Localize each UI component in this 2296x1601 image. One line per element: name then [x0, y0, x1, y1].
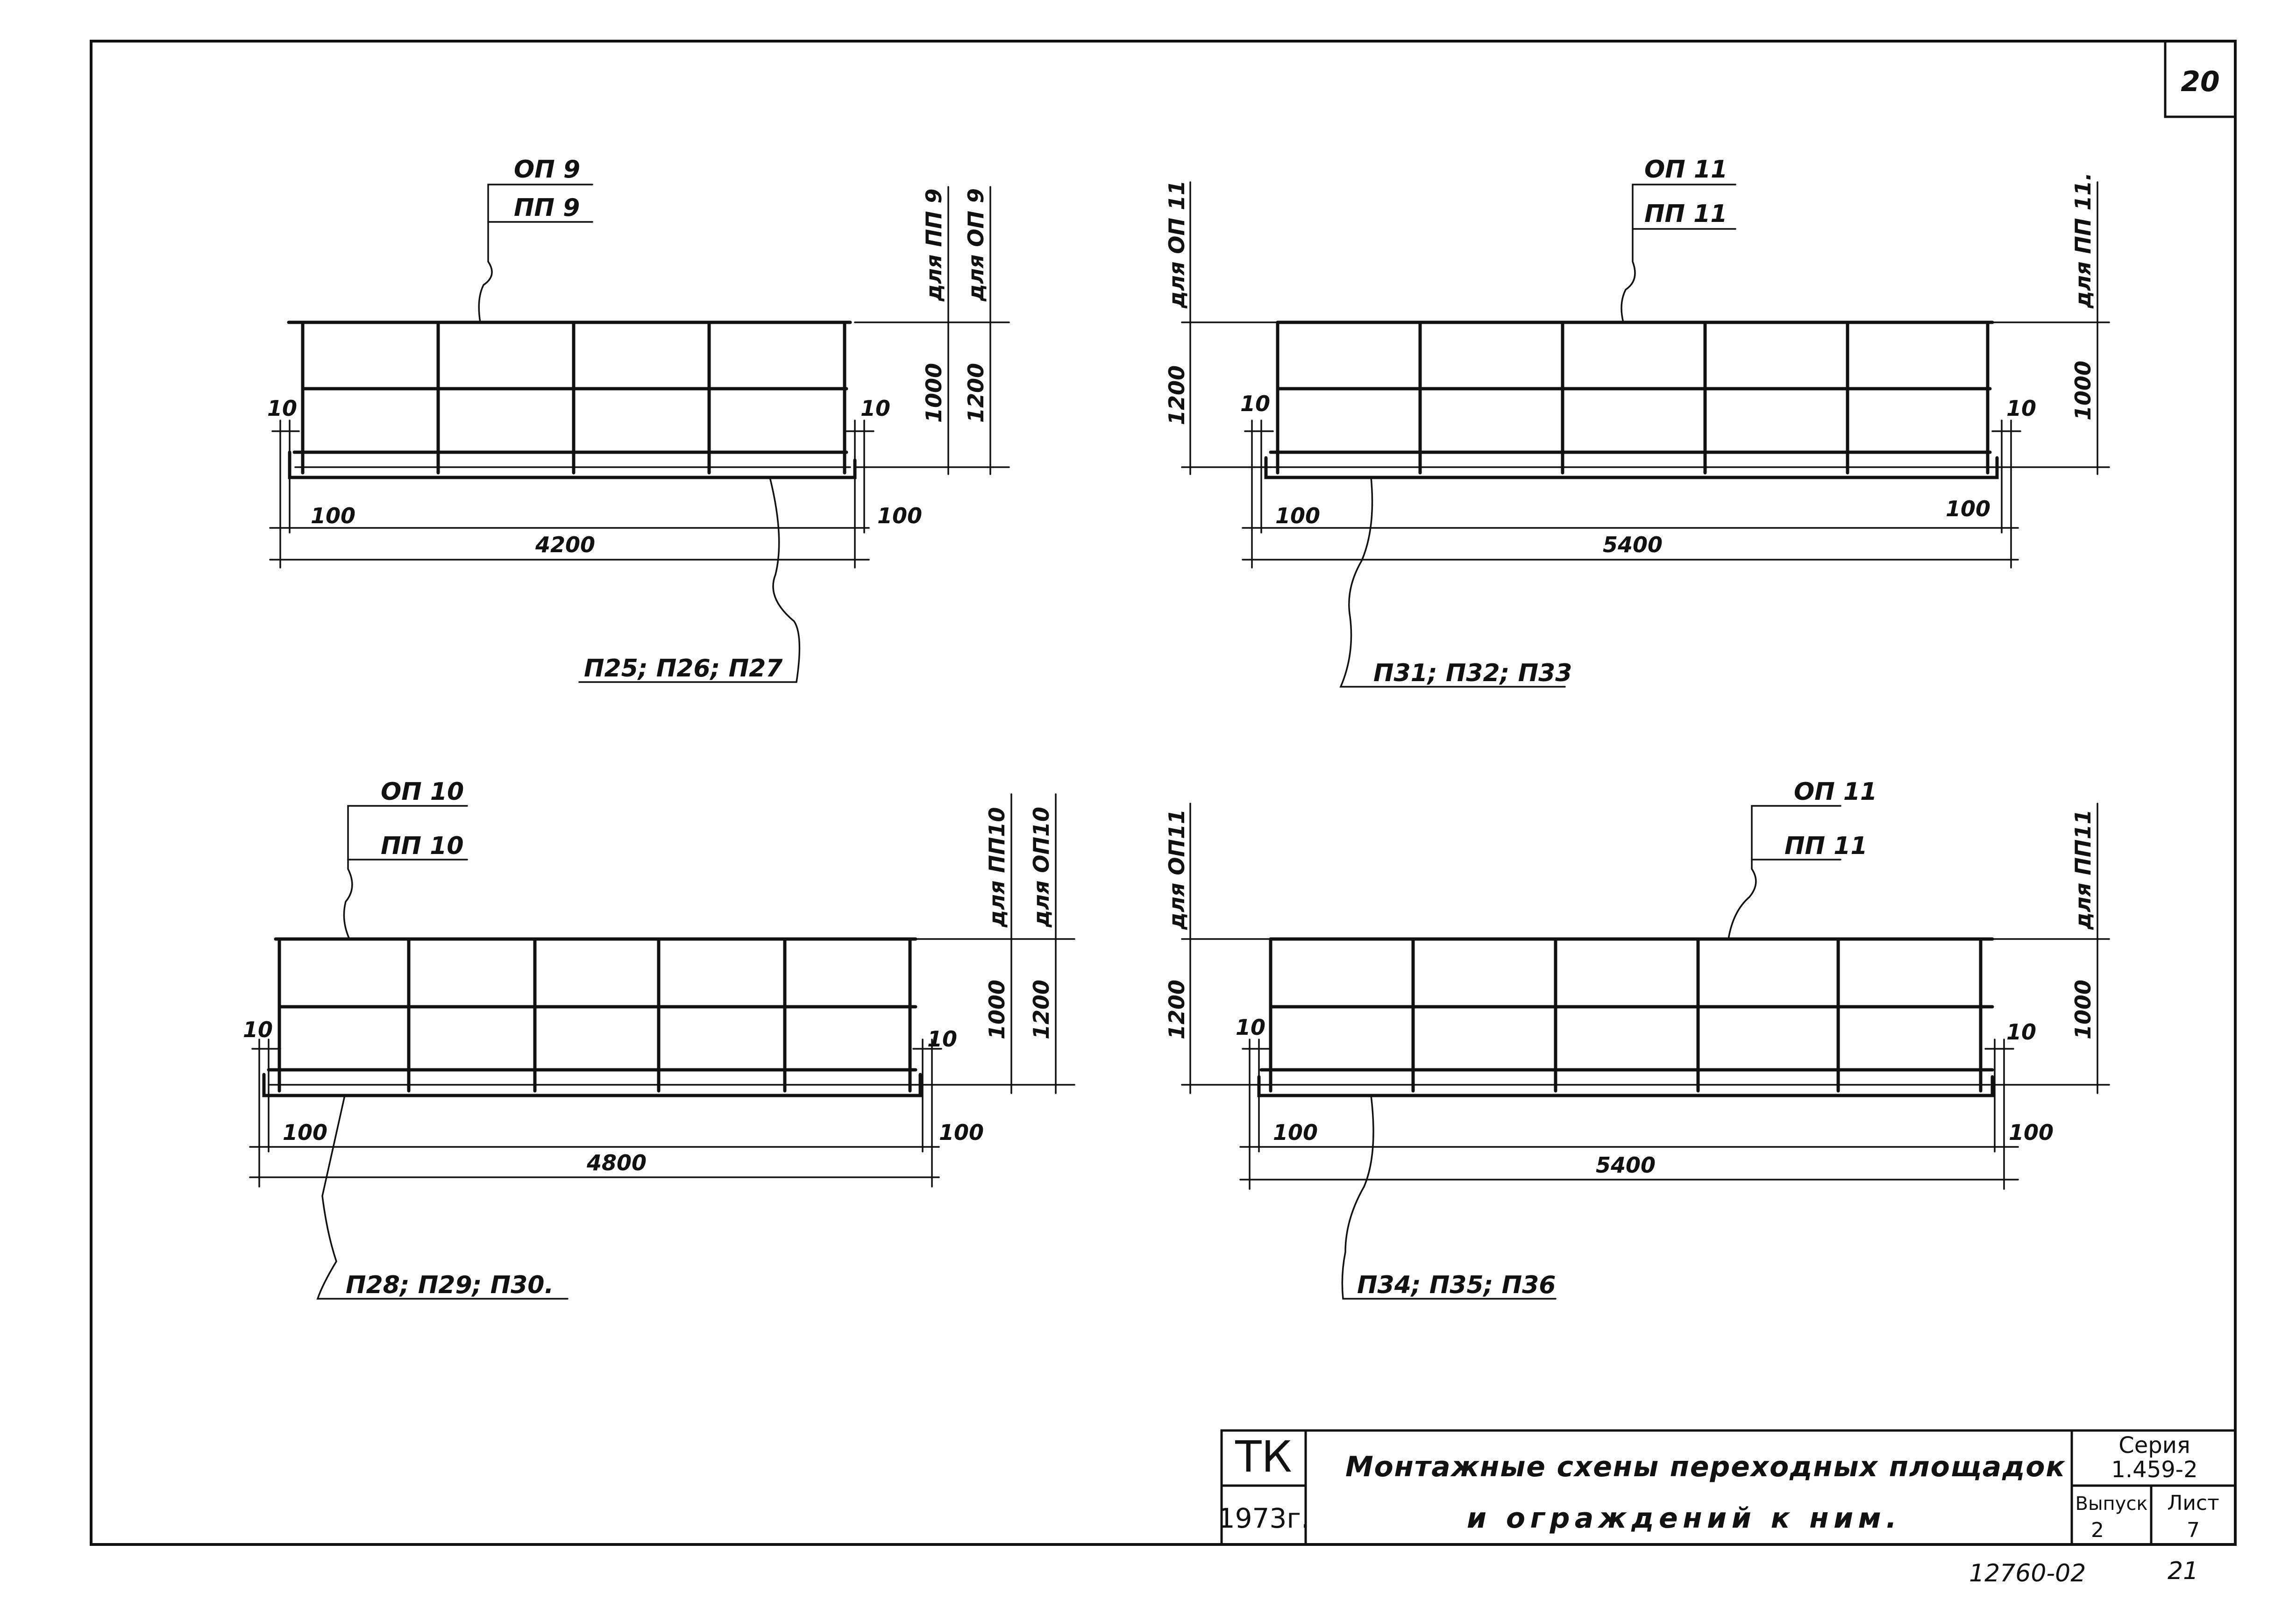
scheme-2-gap-left: 10: [1240, 391, 1270, 416]
title-block-sheet-label: Лист: [2167, 1491, 2219, 1515]
scheme-1-for-1: для ПП 9: [921, 189, 946, 302]
scheme-2-height-1: 1200: [1164, 365, 1189, 425]
scheme-2-offset-right: 100: [1946, 496, 1990, 521]
title-block-issue-value: 2: [2091, 1518, 2104, 1542]
scheme-2-for-2: для ПП 11.: [2070, 172, 2096, 309]
title-block-sheet-value: 7: [2187, 1518, 2200, 1542]
scheme-2-length: 5400: [1603, 532, 1663, 557]
scheme-3: ОП 10 ПП 10 П28; П29; П30. 4800 100 100 …: [243, 778, 1075, 1300]
title-block-title-line-2: и ограждений к ним.: [1467, 1502, 1897, 1535]
scheme-3-for-2: для ОП10: [1029, 807, 1054, 928]
scheme-4-height-1: 1200: [1164, 980, 1189, 1039]
scheme-2-bottom-label: П31; П32; П33: [1373, 659, 1572, 687]
scheme-1-offset-right: 100: [877, 503, 922, 528]
scheme-4-gap-left: 10: [1236, 1015, 1265, 1040]
scheme-3-gap-left: 10: [243, 1017, 273, 1042]
scheme-2-top-label-2: ПП 11: [1644, 200, 1727, 228]
scheme-2-for-1: для ОП 11: [1164, 180, 1189, 309]
title-block-title-line-1: Монтажные схены переходных площадок: [1345, 1451, 2065, 1483]
bottom-code: 12760-02: [1969, 1559, 2086, 1587]
bottom-number: 21: [2168, 1557, 2198, 1585]
scheme-3-height-1: 1000: [984, 980, 1009, 1039]
title-block-series-label: Серия: [2118, 1432, 2190, 1459]
scheme-3-offset-right: 100: [939, 1120, 984, 1145]
title-block-issue-label: Выпуск: [2076, 1493, 2148, 1515]
scheme-1: ОП 9 ПП 9 П25; П26; П27 4200 100 100 10 …: [267, 156, 1010, 683]
scheme-4-height-2: 1000: [2070, 980, 2096, 1039]
title-block-year: 1973г.: [1218, 1502, 1310, 1534]
scheme-2: ОП 11 ПП 11 П31; П32; П33 5400 100 100 1…: [1164, 156, 2110, 688]
scheme-1-bottom-label: П25; П26; П27: [584, 655, 783, 683]
scheme-1-height-1: 1000: [921, 363, 946, 423]
scheme-3-top-label-1: ОП 10: [381, 778, 464, 806]
scheme-1-length: 4200: [535, 532, 595, 557]
title-block-org: ТК: [1235, 1432, 1292, 1482]
scheme-4-for-2: для ПП11: [2070, 810, 2096, 930]
scheme-3-gap-right: 10: [927, 1026, 957, 1052]
scheme-1-top-label-1: ОП 9: [514, 156, 580, 184]
scheme-2-offset-left: 100: [1275, 503, 1320, 528]
scheme-2-height-2: 1000: [2070, 361, 2096, 420]
scheme-4-bottom-label: П34; П35; П36: [1357, 1271, 1556, 1299]
page-number-box: 20: [2164, 40, 2237, 118]
scheme-3-length: 4800: [586, 1150, 647, 1175]
scheme-3-height-2: 1200: [1029, 980, 1054, 1039]
scheme-2-gap-right: 10: [2006, 396, 2036, 421]
scheme-1-offset-left: 100: [311, 503, 355, 528]
scheme-4-offset-left: 100: [1273, 1120, 1318, 1145]
scheme-3-for-1: для ПП10: [984, 807, 1009, 928]
scheme-1-top-label-2: ПП 9: [514, 194, 580, 222]
title-block-series-value: 1.459-2: [2111, 1457, 2197, 1483]
scheme-4-top-label-2: ПП 11: [1784, 832, 1868, 860]
scheme-1-gap-left: 10: [267, 396, 297, 421]
scheme-4-top-label-1: ОП 11: [1794, 778, 1877, 806]
page-number: 20: [2181, 65, 2220, 98]
scheme-4-gap-right: 10: [2006, 1019, 2036, 1045]
scheme-1-gap-right: 10: [860, 396, 890, 421]
scheme-4: ОП 11 ПП 11 П34; П35; П36 5400 100 100 1…: [1164, 778, 2110, 1300]
scheme-3-bottom-label: П28; П29; П30.: [346, 1271, 554, 1299]
scheme-3-offset-left: 100: [283, 1120, 327, 1145]
scheme-2-top-label-1: ОП 11: [1644, 156, 1727, 184]
sheet-frame: [90, 40, 2237, 1546]
scheme-4-for-1: для ОП11: [1164, 809, 1189, 930]
scheme-3-top-label-2: ПП 10: [381, 832, 464, 860]
title-block: ТК 1973г. Монтажные схены переходных пло…: [1218, 1429, 2237, 1546]
scheme-4-offset-right: 100: [2009, 1120, 2054, 1145]
scheme-1-for-2: для ОП 9: [963, 188, 988, 302]
scheme-4-length: 5400: [1596, 1153, 1656, 1178]
scheme-1-height-2: 1200: [963, 363, 988, 423]
